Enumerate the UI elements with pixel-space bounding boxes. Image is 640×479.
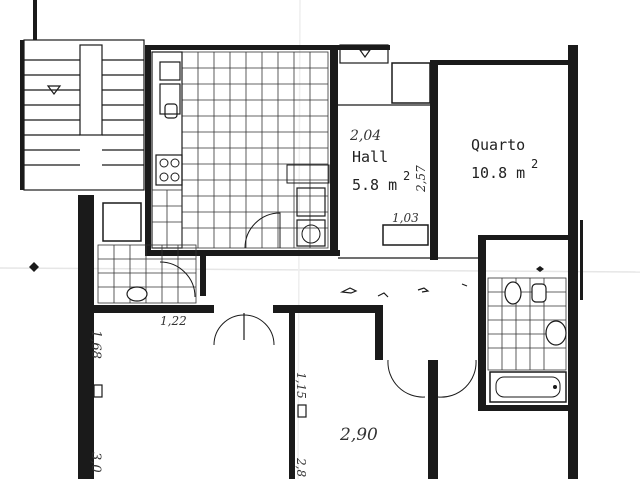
bathroom-door-swing [437, 359, 477, 398]
paper-fold-line [0, 267, 640, 273]
hall-room-area: 5.8 m [352, 176, 397, 194]
wall-socket [93, 384, 103, 398]
margin-mark [29, 262, 39, 272]
quarto-room-area: 10.8 m [471, 164, 525, 182]
bathtub-icon [489, 371, 567, 403]
quarto-room-area-exp: 2 [531, 157, 538, 171]
stair-arrow-icon [46, 85, 62, 95]
lower-left-dim-top: 1,22 [160, 314, 187, 328]
walls [20, 0, 583, 479]
hall-radiator [382, 224, 429, 246]
hall-room-name: Hall [352, 148, 388, 166]
bathroom-toilet-icon [504, 281, 522, 305]
hall-room-area-exp: 2 [403, 169, 410, 183]
hall-dim-bottom: 1,03 [392, 211, 419, 225]
kitchen-door-swing [244, 212, 281, 249]
lower-left-dim-side: 1,68 [88, 330, 103, 359]
corridor-scribbles [339, 283, 468, 298]
lower-middle-dim-side: 1,15 [294, 372, 308, 399]
wall-socket [297, 404, 307, 418]
double-door-swing [213, 314, 275, 346]
hall-dim-top: 2,04 [349, 128, 381, 144]
kitchen-tiles [151, 51, 329, 249]
washing-machine-icon [286, 164, 330, 247]
quarto-room-name: Quarto [471, 136, 525, 154]
toilet-icon [126, 286, 148, 302]
entrance-marker [339, 44, 389, 64]
stove-icon [155, 154, 183, 186]
washbasin-icon [545, 320, 567, 346]
wc-door-swing [159, 261, 196, 298]
paper-fold-line [297, 0, 301, 479]
lower-left-dim-bottom: 3,0 [88, 452, 103, 473]
bidet-icon [531, 283, 547, 303]
margin-mark [536, 266, 544, 272]
bathroom-tiles [487, 277, 567, 371]
hall-cupboard [391, 62, 431, 104]
wc-cabinet [102, 202, 142, 242]
staircase [23, 39, 145, 191]
kitchen-sink-icon [159, 61, 181, 119]
wc-tiles [97, 244, 197, 304]
lower-middle-dim-center: 2,90 [339, 425, 378, 445]
lower-middle-dim-bottom: 2,8 [294, 457, 308, 477]
bedroom-door-swing [387, 359, 426, 398]
hall-dim-side: 2,57 [414, 165, 428, 193]
